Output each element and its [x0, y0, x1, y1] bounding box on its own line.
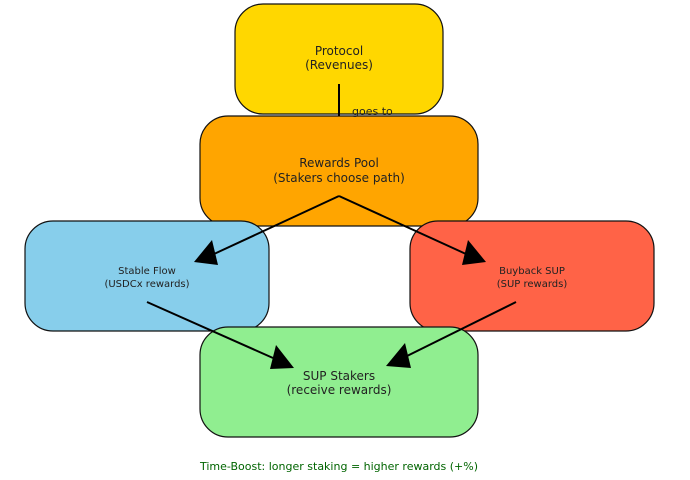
edge-pool-to-buyback: [338, 195, 467, 255]
time-boost-note: Time-Boost: longer staking = higher rewa…: [199, 460, 478, 473]
edge-protocol-to-pool-label: goes to: [352, 105, 393, 118]
edge-buyback-to-stakers: [406, 301, 517, 357]
stable-flow-title: Stable Flow: [118, 266, 176, 277]
edge-stable-to-stakers: [146, 301, 274, 359]
sup-stakers-title: SUP Stakers: [303, 369, 375, 383]
arrowhead-buyback-to-stakers: [386, 343, 411, 368]
edge-pool-to-stable: [213, 195, 340, 255]
protocol-subtitle: (Revenues): [305, 58, 373, 72]
arrowhead-pool-to-buyback: [462, 240, 486, 265]
rewards-pool-subtitle: (Stakers choose path): [273, 171, 405, 185]
stable-flow-subtitle: (USDCx rewards): [104, 279, 189, 290]
protocol-title: Protocol: [315, 44, 363, 58]
buyback-sup-subtitle: (SUP rewards): [497, 279, 568, 290]
buyback-sup-title: Buyback SUP: [499, 266, 565, 277]
sup-stakers-subtitle: (receive rewards): [287, 383, 392, 397]
rewards-pool-title: Rewards Pool: [299, 156, 379, 170]
arrowhead-pool-to-stable: [194, 240, 218, 265]
arrowhead-stable-to-stakers: [270, 345, 294, 369]
